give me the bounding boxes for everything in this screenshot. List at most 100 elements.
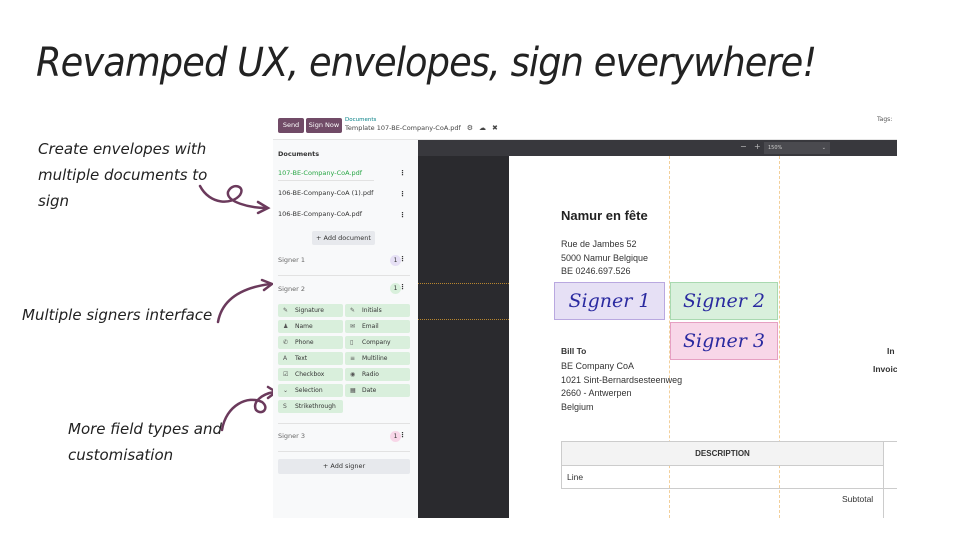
kebab-icon[interactable]: ⋮ — [399, 431, 406, 439]
sign-app-window: Send Sign Now Documents Template 107-BE-… — [273, 112, 897, 518]
annotation-signers: Multiple signers interface — [22, 306, 213, 324]
company-name: Namur en fête — [561, 208, 648, 223]
documents-heading: Documents — [278, 150, 320, 158]
subtotal-label: Subtotal — [842, 494, 874, 504]
slide-title: Revamped UX, envelopes, sign everywhere! — [36, 40, 817, 86]
field-label: Text — [295, 355, 308, 362]
arrow-envelopes-head — [256, 200, 271, 215]
field-label: Radio — [362, 371, 379, 378]
invoice-table: DESCRIPTION Line — [561, 441, 897, 489]
field-type-strikethrough[interactable]: S Strikethrough — [278, 400, 343, 413]
field-label: Initials — [362, 307, 382, 314]
signer-3-count: 1 — [390, 431, 401, 442]
gear-icon[interactable]: ⚙ — [466, 124, 474, 132]
field-label: Date — [362, 387, 377, 394]
field-type-email[interactable]: ✉ Email — [345, 320, 410, 333]
send-button[interactable]: Send — [278, 118, 304, 133]
selection-icon: ⌄ — [283, 387, 289, 394]
field-type-radio[interactable]: ◉ Radio — [345, 368, 410, 381]
signer-3-label[interactable]: Signer 3 — [278, 432, 306, 440]
template-name: Template 107-BE-Company-CoA.pdf — [345, 124, 461, 132]
kebab-icon[interactable]: ⋮ — [399, 255, 406, 263]
control-panel: Send Sign Now Documents Template 107-BE-… — [273, 112, 897, 140]
strikethrough-icon: S — [283, 403, 287, 410]
signer-2-label[interactable]: Signer 2 — [278, 285, 306, 293]
annotation-envelopes: Create envelopes with multiple documents… — [38, 140, 208, 210]
arrow-fields — [220, 390, 276, 432]
field-label: Email — [362, 323, 379, 330]
field-type-multiline[interactable]: ≡ Multiline — [345, 352, 410, 365]
field-label: Signature — [295, 307, 324, 314]
signer-3-signature-field[interactable]: Signer 3 — [670, 322, 778, 360]
sign-now-button[interactable]: Sign Now — [306, 118, 342, 133]
kebab-icon[interactable]: ⋮ — [399, 211, 406, 219]
checkbox-icon: ☑ — [283, 371, 289, 378]
cloud-upload-icon[interactable]: ☁ — [479, 124, 487, 132]
add-document-button[interactable]: + Add document — [312, 231, 375, 245]
field-type-phone[interactable]: ✆ Phone — [278, 336, 343, 349]
tags-label: Tags: — [877, 116, 893, 123]
field-label: Checkbox — [295, 371, 325, 378]
chevron-down-icon: ⌄ — [821, 145, 826, 151]
zoom-in-button[interactable]: + — [754, 142, 761, 151]
field-type-initials[interactable]: ✎ Initials — [345, 304, 410, 317]
initials-icon: ✎ — [350, 307, 356, 314]
company-icon: ▯ — [350, 339, 354, 346]
table-row: Line — [562, 466, 884, 488]
signer-2-count: 1 — [390, 283, 401, 294]
breadcrumb-documents[interactable]: Documents — [345, 117, 377, 123]
kebab-icon[interactable]: ⋮ — [399, 190, 406, 198]
signer-1-label[interactable]: Signer 1 — [278, 256, 306, 264]
arrow-signers-head — [260, 278, 275, 292]
phone-icon: ✆ — [283, 339, 289, 346]
zoom-select[interactable]: 150% ⌄ — [764, 142, 830, 154]
field-type-checkbox[interactable]: ☑ Checkbox — [278, 368, 343, 381]
field-type-date[interactable]: ▦ Date — [345, 384, 410, 397]
document-item[interactable]: 106-BE-Company-CoA (1).pdf — [278, 189, 374, 197]
field-label: Company — [362, 339, 391, 346]
pdf-viewer: − + 150% ⌄ Namur en fête Rue de Jambes 52… — [418, 140, 897, 518]
arrow-signers — [216, 282, 272, 324]
kebab-icon[interactable]: ⋮ — [399, 283, 406, 291]
arrow-envelopes — [198, 184, 268, 210]
document-item[interactable]: 106-BE-Company-CoA.pdf — [278, 210, 363, 218]
field-label: Selection — [295, 387, 323, 394]
kebab-icon[interactable]: ⋮ — [399, 169, 406, 177]
add-signer-button[interactable]: + Add signer — [278, 459, 410, 474]
close-icon[interactable]: ✖ — [492, 124, 498, 132]
pdf-toolbar: − + 150% ⌄ — [418, 140, 897, 156]
template-bar: Template 107-BE-Company-CoA.pdf ⚙ ☁ ✖ — [345, 124, 498, 132]
annotation-fields: More field types and customisation — [68, 420, 222, 464]
column-description: DESCRIPTION — [562, 442, 884, 466]
field-label: Strikethrough — [295, 403, 336, 410]
signature-icon: ✎ — [283, 307, 289, 314]
signer-1-signature-field[interactable]: Signer 1 — [554, 282, 665, 320]
field-type-text[interactable]: A Text — [278, 352, 343, 365]
email-icon: ✉ — [350, 323, 356, 330]
zoom-value: 150% — [768, 145, 783, 151]
invoice-date-label-cut: Invoic — [873, 364, 897, 374]
date-icon: ▦ — [350, 387, 356, 394]
field-label: Phone — [295, 339, 314, 346]
signer-2-signature-field[interactable]: Signer 2 — [670, 282, 778, 320]
invoice-label-cut: In — [887, 346, 895, 356]
zoom-out-button[interactable]: − — [740, 142, 747, 151]
sidebar: Documents 107-BE-Company-CoA.pdf ⋮ 106-B… — [273, 140, 418, 518]
signer-1-count: 1 — [390, 255, 401, 266]
bill-to-heading: Bill To — [561, 346, 587, 356]
radio-icon: ◉ — [350, 371, 356, 378]
text-icon: A — [283, 355, 288, 362]
multiline-icon: ≡ — [350, 355, 356, 362]
document-item-active[interactable]: 107-BE-Company-CoA.pdf — [278, 169, 363, 177]
field-type-signature[interactable]: ✎ Signature — [278, 304, 343, 317]
field-label: Name — [295, 323, 313, 330]
field-label: Multiline — [362, 355, 388, 362]
name-icon: ♟ — [283, 323, 289, 330]
field-type-selection[interactable]: ⌄ Selection — [278, 384, 343, 397]
field-type-name[interactable]: ♟ Name — [278, 320, 343, 333]
field-type-company[interactable]: ▯ Company — [345, 336, 410, 349]
